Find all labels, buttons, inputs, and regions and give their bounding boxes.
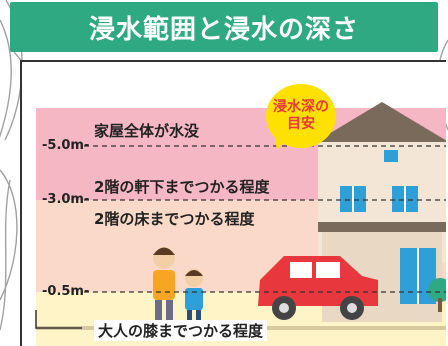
knee-level-bracket [35, 310, 82, 329]
badge-line-2: 目安 [287, 116, 315, 132]
level-label-3m: -3.0m- [42, 192, 90, 207]
flood-depth-panel: -5.0m- -3.0m- -0.5m- 家屋全体が水没 2階の軒下までつかる程… [20, 60, 446, 346]
car-icon [258, 256, 378, 320]
badge-line-1: 浸水深の [273, 99, 329, 115]
description-3m-floor: 2階の床までつかる程度 [94, 210, 255, 228]
description-5m: 家屋全体が水没 [94, 122, 200, 140]
level-label-5m: -5.0m- [42, 138, 90, 153]
page-title: 浸水範囲と浸水の深さ [88, 14, 359, 45]
house-icon [312, 102, 446, 322]
flood-scene-illustration [35, 102, 446, 330]
level-label-05m: -0.5m- [42, 284, 90, 299]
depth-guide-badge: 浸水深の 目安 [266, 84, 336, 148]
child-figure-icon [185, 269, 203, 328]
description-3m-eaves: 2階の軒下までつかる程度 [94, 178, 270, 196]
title-bar: 浸水範囲と浸水の深さ [10, 2, 438, 52]
tree-icon [428, 278, 446, 312]
adult-figure-icon [153, 247, 175, 328]
description-05m: 大人の膝までつかる程度 [94, 320, 268, 341]
